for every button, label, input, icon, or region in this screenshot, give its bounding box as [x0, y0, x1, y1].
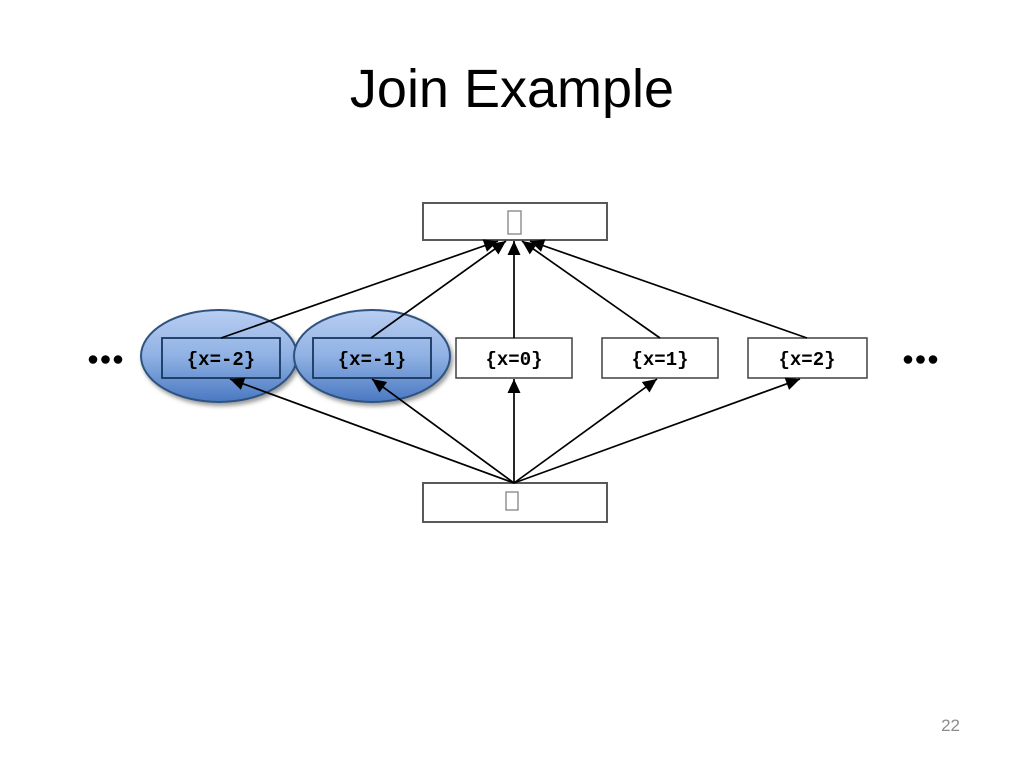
node-label-x-2: {x=2} [778, 349, 835, 371]
edge-bottom-to-xm2 [229, 377, 515, 484]
edge-xm2-to-top [220, 239, 499, 339]
node-box-x-0 [455, 337, 573, 379]
page-number: 22 [941, 716, 960, 735]
node-box-x-2 [747, 337, 868, 379]
edge-xm1-to-top [370, 240, 507, 339]
missing-glyph-icon [507, 210, 522, 235]
edge-x1-to-top [521, 240, 661, 339]
node-label-x-minus-1: {x=-1} [338, 349, 406, 371]
edge-bottom-to-x1 [513, 378, 658, 484]
ellipsis-left [88, 355, 123, 364]
slide-title: Join Example [349, 59, 675, 119]
node-label-x-1: {x=1} [631, 349, 688, 371]
node-label-x-minus-2: {x=-2} [187, 349, 255, 371]
edge-x2-to-top [529, 239, 808, 339]
bottom-node-box [422, 482, 608, 523]
edge-bottom-to-x2 [513, 377, 801, 484]
node-label-x-0: {x=0} [485, 349, 542, 371]
missing-glyph-icon [505, 491, 519, 511]
ellipsis-right [903, 355, 938, 364]
edge-bottom-to-xm1 [371, 378, 515, 484]
highlight-ellipse-x-minus-1 [293, 309, 451, 403]
